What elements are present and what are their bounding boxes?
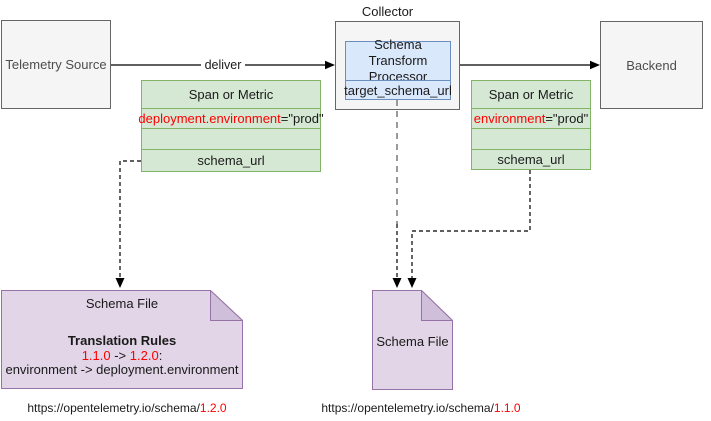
rule-arrow: -> <box>110 347 130 363</box>
schema-url-right-edge <box>411 170 531 279</box>
telemetry-source-node: Telemetry Source <box>1 20 111 109</box>
schema-file-left-node: Schema File Translation Rules 1.1.0 -> 1… <box>1 289 244 389</box>
rule-version-from: 1.1.0 <box>81 347 111 363</box>
folded-corner <box>210 289 244 321</box>
span-metric-left-attribute-row: deployment.environment="prod" <box>138 108 324 128</box>
translation-rules-block: Translation Rules 1.1.0 -> 1.2.0: enviro… <box>1 333 243 378</box>
processor-target-schema-url-field: target_schema_url <box>344 80 452 99</box>
rule-colon: : <box>158 347 163 363</box>
telemetry-source-label: Telemetry Source <box>5 57 107 72</box>
span-metric-table-right: Span or Metric environment="prod" schema… <box>471 80 591 170</box>
schema-url-left-arrowhead <box>115 278 125 288</box>
empty-attribute-row <box>472 127 590 150</box>
attribute-key: environment <box>473 111 546 127</box>
folded-corner <box>421 289 454 321</box>
schema-file-right-node: Schema File <box>372 289 454 390</box>
document-shape <box>1 289 244 389</box>
schema-file-right-title: Schema File <box>376 334 449 349</box>
target-schema-url-arrowhead <box>392 278 402 288</box>
collector-label: Collector <box>361 4 414 19</box>
url-version: 1.2.0 <box>199 401 227 415</box>
rule-version-to: 1.2.0 <box>129 347 159 363</box>
span-metric-left-header: Span or Metric <box>188 87 274 103</box>
schema-url-text-left: https://opentelemetry.io/schema/1.2.0 <box>2 401 252 415</box>
translation-rule-versions: 1.1.0 -> 1.2.0: <box>1 347 243 364</box>
span-metric-left-schema-url-row: schema_url <box>142 149 320 171</box>
deliver-arrowhead <box>325 60 335 70</box>
schema-url-left-edge <box>119 160 141 279</box>
span-metric-right-header: Span or Metric <box>488 87 574 103</box>
translation-rule-mapping: environment -> deployment.environment <box>5 362 239 377</box>
url-version: 1.1.0 <box>493 401 521 415</box>
backend-node: Backend <box>600 21 703 109</box>
schema-file-left-title: Schema File <box>85 296 159 311</box>
span-metric-table-left: Span or Metric deployment.environment="p… <box>138 80 324 172</box>
schema-transform-processor-node: Schema Transform Processor target_schema… <box>344 36 452 100</box>
attribute-value: ="prod" <box>280 111 324 127</box>
processor-title: Schema Transform Processor <box>368 36 428 85</box>
empty-attribute-row <box>142 127 320 150</box>
url-base: https://opentelemetry.io/schema/ <box>27 401 200 415</box>
document-shape <box>372 289 454 390</box>
translation-rules-heading: Translation Rules <box>67 333 177 348</box>
schema-url-right-arrowhead <box>407 278 417 288</box>
attribute-key: deployment.environment <box>138 111 281 127</box>
backend-label: Backend <box>626 57 677 73</box>
schema-url-text-right: https://opentelemetry.io/schema/1.1.0 <box>296 401 546 415</box>
collector-backend-arrowhead <box>590 60 600 70</box>
span-metric-right-schema-url-row: schema_url <box>472 149 590 169</box>
attribute-value: ="prod" <box>545 111 589 127</box>
url-base: https://opentelemetry.io/schema/ <box>321 401 494 415</box>
span-metric-right-attribute-row: environment="prod" <box>472 108 590 128</box>
deliver-edge-label: deliver <box>201 59 245 72</box>
